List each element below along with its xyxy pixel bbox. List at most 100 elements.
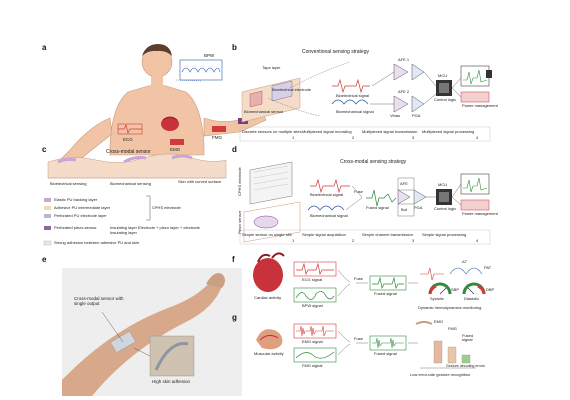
d-step-num-4: 4 [476,238,479,243]
vbias-label: Vbias [390,113,401,118]
delta-t-label: ΔT [462,259,468,264]
panel-label-e: e [42,255,47,264]
d-bioelectrical-label: Bioelectrical signal [310,192,344,197]
bar-fmg [447,346,457,364]
panel-label-b: b [232,43,237,52]
d-pga-label: PGA [414,205,423,210]
panel-label-f: f [232,255,235,264]
panel-g-graphics [256,321,476,369]
ecg-label: ECG [123,137,133,142]
g-fused-signal-label: Fused signal [374,351,397,356]
bar-label-emg: EMG [434,319,444,324]
piezo-side-label: Piezo sensor [237,210,242,234]
b-step-2: Multiplexed signal recording [302,129,352,134]
d-step-num-2: 2 [352,238,355,243]
b-step-num-4: 4 [476,135,479,140]
cardiac-activity-label: Cardiac activity [254,295,282,300]
bioelectrical-sensing-label: Bioelectrical sensing [50,181,87,186]
panel-label-d: d [232,145,237,154]
d-power-management-label: Power management [462,211,498,216]
g-fuse-label: Fuse [354,336,363,341]
panel-d-graphics [239,161,491,245]
d-step-num-3: 3 [412,238,415,243]
muscular-activity-label: Muscular activity [254,351,284,356]
gesture-error-bars [433,340,471,364]
b-step-3: Multiplexed signal transmission [362,129,418,134]
sbp-label: SBP [451,287,460,292]
amp1-label: AFE 1 [398,57,410,62]
bar-fused-signal [461,354,471,364]
fmg-signal-label: FMG signal [302,363,323,368]
insulating-note: Insulating layer Electrode + piezo layer… [110,225,200,235]
legend-item-piezo: Perforated piezo-sensor [54,225,97,230]
fmg-label: FMG [212,135,222,140]
legend-item-adhesive: Adhesive PU intermediate layer [54,205,111,210]
bpw-signal-label: BPW signal [302,303,323,308]
bar-label-fused: Fused signal [462,333,474,343]
emg-signal-label: EMG signal [302,339,323,344]
tape-layer-label: Tape layer [262,65,281,70]
bpw-label: BPW [204,53,215,58]
cross-modal-sensor-label: Cross-modal sensor with single output [74,296,124,307]
b-step-num-2: 2 [352,135,355,140]
f-fuse-label: Fuse [354,276,363,281]
power-management-label: Power management [462,103,498,108]
panel-d-title: Cross-modal sensing strategy [340,159,407,165]
d-fuse-label: Fuse [354,189,363,194]
d-step-3: Simple channel transmission [362,232,413,237]
panel-label-g: g [232,313,237,322]
adhesion-note: Strong adhesion between adhesive PU and … [54,240,140,245]
control-logic-label: Control logic [434,97,457,102]
skin-label: Skin with curved surface [178,179,222,184]
panel-c-graphics [43,153,227,246]
arm-photo [62,268,242,396]
bar-axis-label: Gesture decoding errors [446,364,485,368]
d-step-4: Simple signal processing [422,232,467,237]
cphs-electrode-label: CPHS electrode [152,205,181,210]
panel-b-title: Conventional sensing strategy [302,49,369,55]
pga-label: PGA [412,113,421,118]
d-amp-label: AFE [400,181,408,186]
gauge-diastolic-label: Diastolic [464,296,480,301]
d-biomechanical-label: Biomechanical signal [310,213,348,218]
cphs-side-label: CPHS electrode [237,167,242,196]
hemodynamics-label: Dynamic hemodynamics monitoring [418,305,482,310]
dbp-label: DBP [486,287,495,292]
pat-label: PAT [484,265,492,270]
d-step-1: Simple sensor on single site [242,232,292,237]
d-control-logic-label: Control logic [434,206,457,211]
d-step-2: Simple signal acquisition [302,232,346,237]
gesture-recognition-label: Low error-rate gesture recognition [410,372,471,377]
skin-adhesion-label: High skin adhesion [152,379,191,384]
panel-c-title: Cross-modal sensor [106,149,151,155]
ecg-signal-label: ECG signal [302,277,323,282]
panel-label-a: a [42,43,47,52]
biomechanical-sensor-label: Biomechanical sensor [244,109,284,114]
legend-item-electrode: Perforated PU electrode layer [54,213,107,218]
b-step-4: Multiplexed signal processing [422,129,475,134]
d-mcu-label: MCU [438,182,448,187]
gauge-systolic-label: Systolic [430,296,444,301]
bar-label-fmg: FMG [448,326,457,331]
d-buf-label: Buf [401,207,408,212]
f-fused-signal-label: Fused signal [374,291,397,296]
d-fused-signal-label: Fused signal [366,205,389,210]
emg-label: EMG [170,147,181,152]
panel-label-c: c [42,145,47,154]
legend-item-backing: Elastic PU backing layer [54,197,98,202]
amp2-label: AFE 2 [398,89,410,94]
panel-b-graphics [239,61,492,142]
bar-emg [433,340,443,364]
biomechanical-signal-label: Biomechanical signal [336,109,374,114]
bioelectrical-electrode-label: Bioelectrical electrode [272,87,312,92]
biomechanical-sensing-label: Biomechanical sensing [110,181,151,186]
b-step-num-3: 3 [412,135,415,140]
panel-f-graphics [253,252,486,303]
mcu-label: MCU [438,73,448,78]
b-step-num-1: 1 [292,135,295,140]
bioelectrical-signal-label: Bioelectrical signal [336,93,370,98]
b-step-1: Discrete sensors on multiple sites [242,129,302,134]
d-step-num-1: 1 [292,238,295,243]
